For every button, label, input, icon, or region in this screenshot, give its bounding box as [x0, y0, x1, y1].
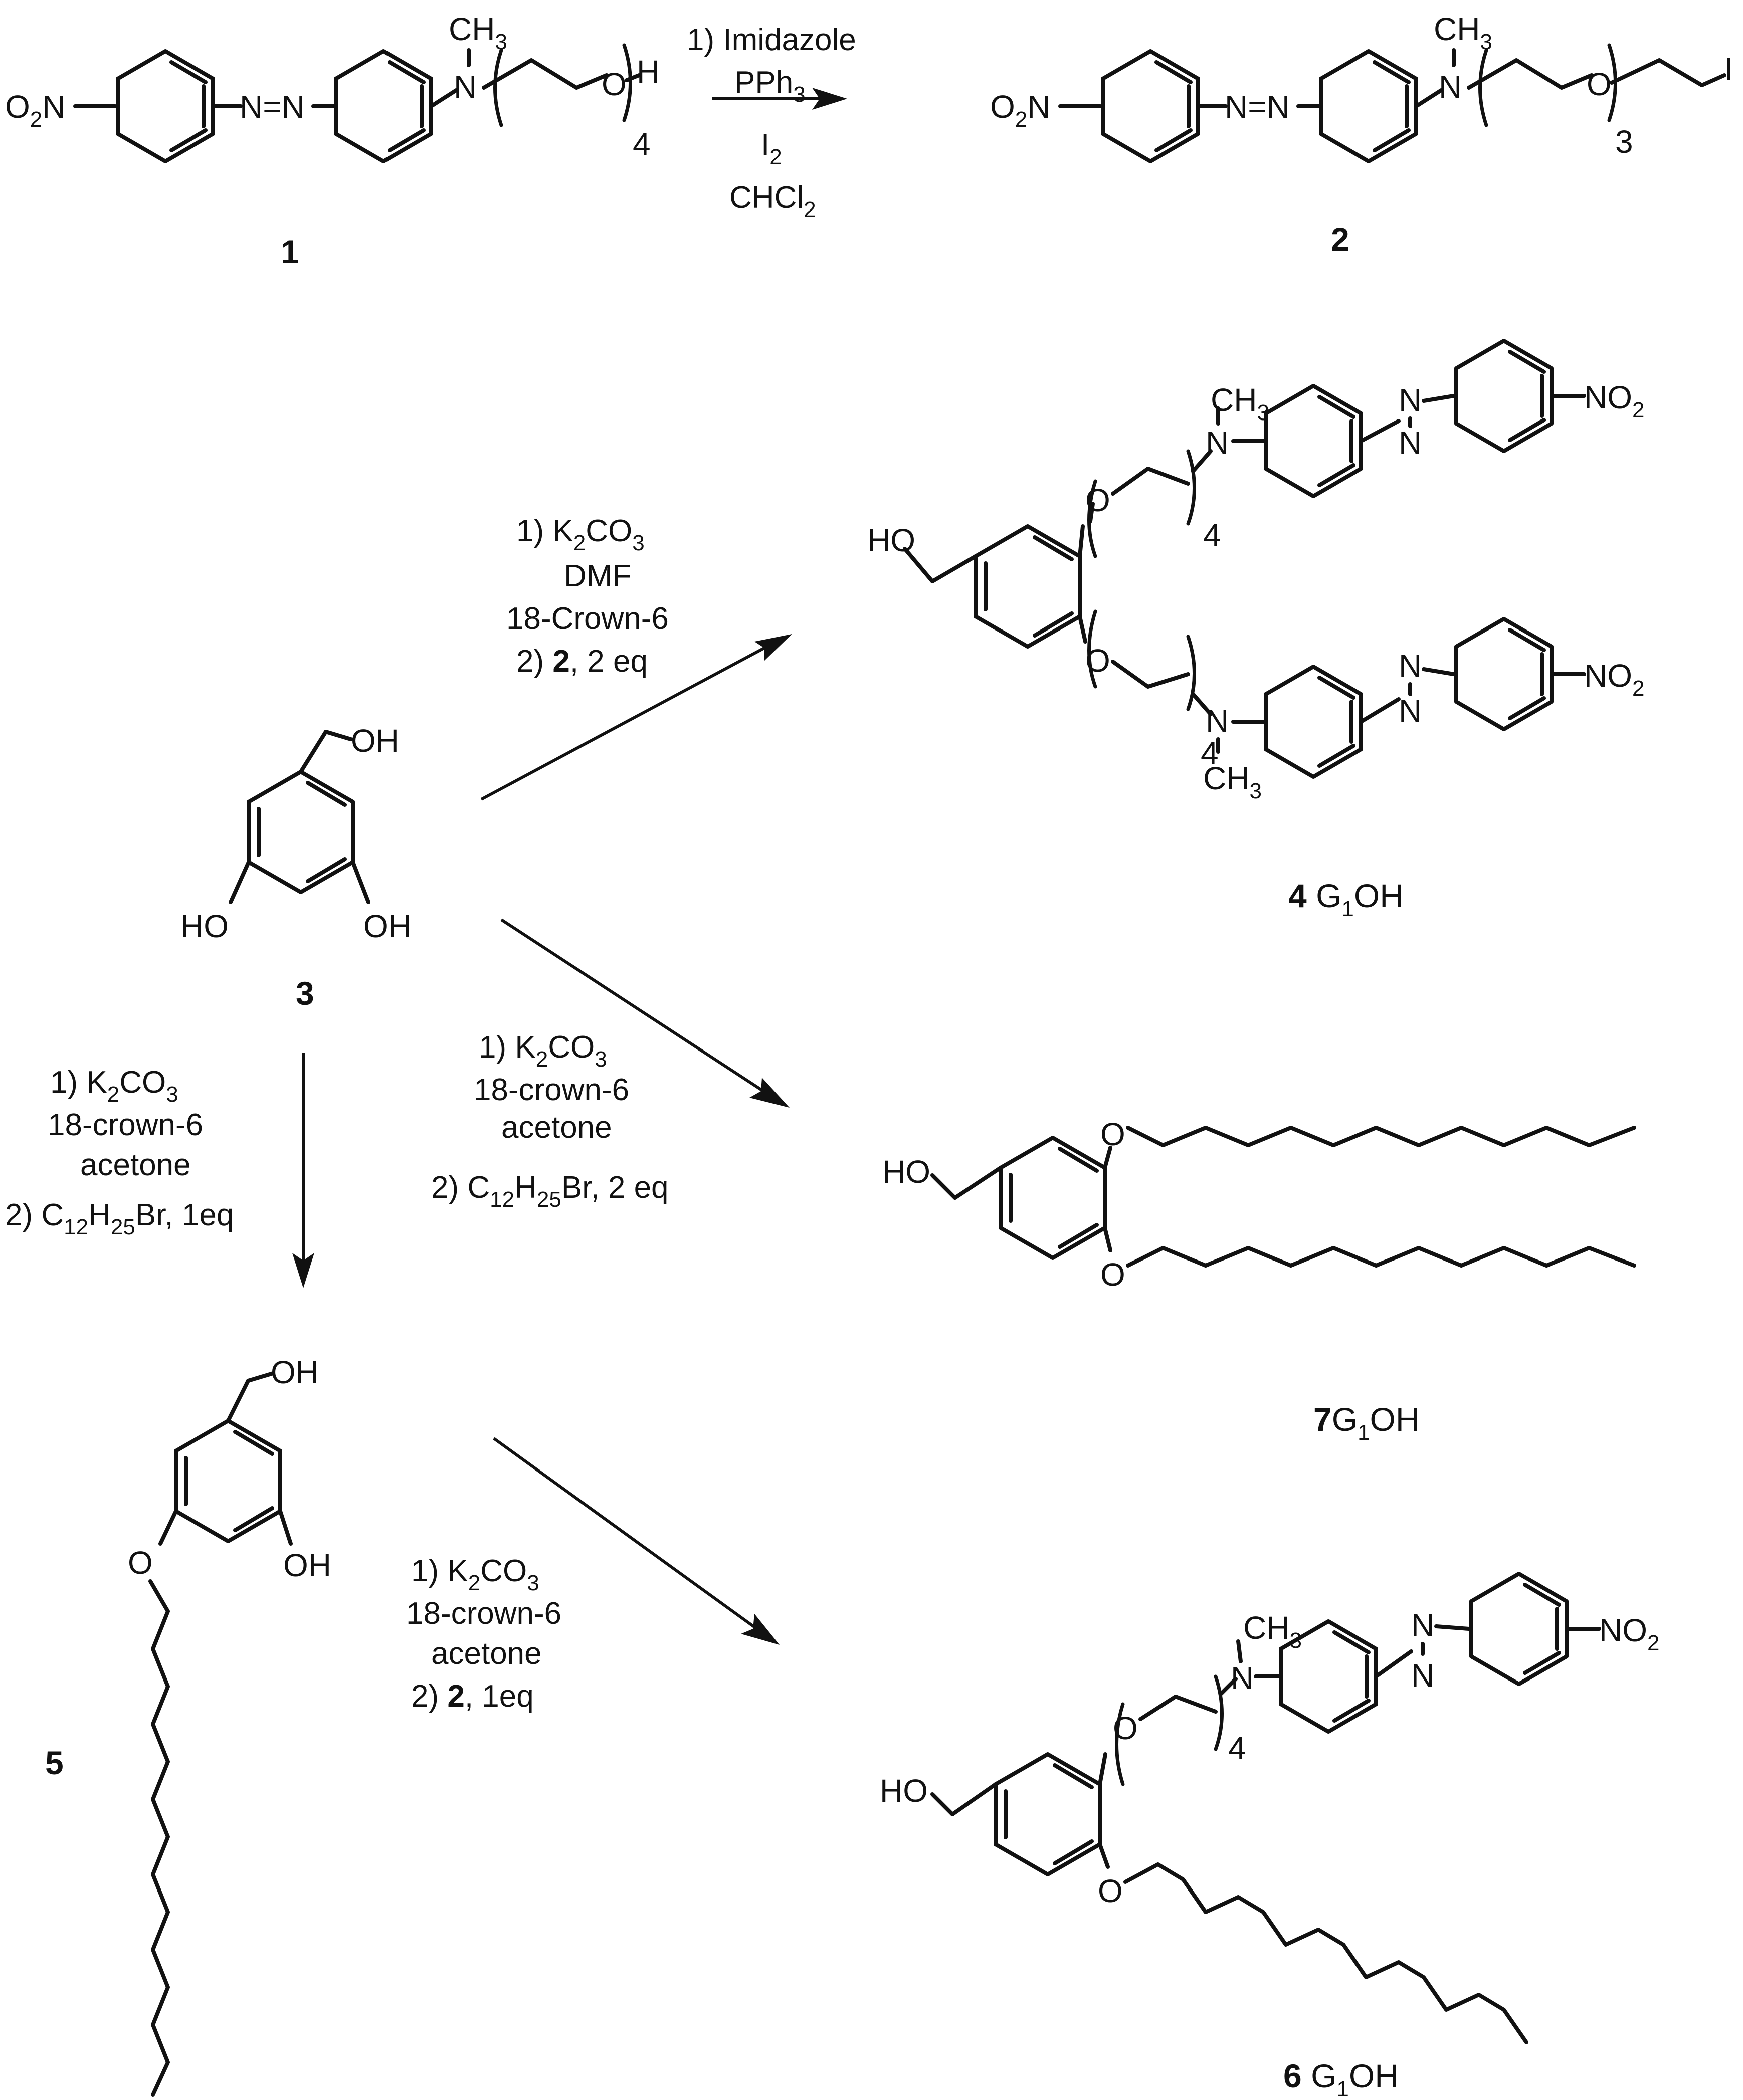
svg-text:N: N — [1399, 382, 1422, 418]
svg-text:18-crown-6: 18-crown-6 — [406, 1596, 561, 1631]
svg-text:HO: HO — [882, 1154, 930, 1190]
svg-text:O: O — [1100, 1256, 1125, 1293]
svg-text:N: N — [1231, 1660, 1254, 1696]
compound-label-4: 4 G1OH — [1288, 877, 1404, 921]
svg-text:NO2: NO2 — [1584, 379, 1644, 423]
compound-2: O2N N=N N CH3 O 3 I 2 — [990, 11, 1733, 258]
svg-text:O: O — [1085, 482, 1110, 518]
reaction-2: 1) K2CO3 DMF 18-Crown-6 2) 2, 2 eq — [480, 514, 792, 801]
svg-text:3: 3 — [1615, 124, 1633, 160]
svg-text:4: 4 — [1201, 735, 1219, 771]
svg-text:N: N — [1206, 703, 1229, 739]
svg-text:O2N: O2N — [5, 89, 65, 132]
svg-text:I2: I2 — [761, 128, 782, 169]
compound-label-6: 6 G1OH — [1283, 2057, 1399, 2100]
svg-text:N: N — [454, 69, 477, 105]
svg-text:N=N: N=N — [1225, 89, 1290, 125]
svg-text:CH3: CH3 — [449, 11, 507, 54]
svg-text:18-crown-6: 18-crown-6 — [474, 1073, 629, 1107]
compound-6: HO O 4 N CH3 N N NO2 O 6 G1OH — [880, 1574, 1659, 2100]
svg-text:2) 2, 1eq: 2) 2, 1eq — [411, 1679, 534, 1714]
svg-text:NO2: NO2 — [1599, 1612, 1659, 1655]
svg-text:O: O — [1085, 643, 1110, 679]
compound-label-5: 5 — [45, 1744, 64, 1781]
reaction-4: 1) K2CO3 18-crown-6 acetone 2) C12H25Br,… — [5, 1053, 314, 1288]
svg-text:N: N — [1399, 425, 1422, 461]
svg-text:18-Crown-6: 18-Crown-6 — [506, 601, 669, 636]
svg-text:O: O — [1587, 66, 1612, 102]
svg-text:CH3: CH3 — [1434, 11, 1492, 54]
svg-text:2) C12H25Br, 1eq: 2) C12H25Br, 1eq — [5, 1198, 234, 1239]
svg-text:N: N — [1411, 1657, 1434, 1694]
compound-1: O2N N=N N CH3 O H 4 1 — [5, 11, 660, 270]
svg-text:N: N — [1206, 425, 1229, 461]
svg-text:1) K2CO3: 1) K2CO3 — [516, 514, 645, 555]
reaction-3: 1) K2CO3 18-crown-6 acetone 2) C12H25Br,… — [431, 918, 790, 1212]
svg-text:acetone: acetone — [431, 1636, 542, 1671]
svg-text:1) K2CO3: 1) K2CO3 — [50, 1065, 178, 1107]
svg-text:1) K2CO3: 1) K2CO3 — [411, 1554, 539, 1595]
svg-text:N=N: N=N — [240, 89, 305, 125]
svg-text:O: O — [128, 1545, 153, 1581]
svg-text:4: 4 — [633, 126, 651, 162]
svg-text:OH: OH — [363, 908, 412, 944]
svg-text:2) 2, 2 eq: 2) 2, 2 eq — [516, 644, 648, 679]
svg-text:NO2: NO2 — [1584, 658, 1644, 701]
svg-text:DMF: DMF — [564, 559, 631, 593]
compound-3: OH HO OH 3 — [180, 723, 412, 1012]
reaction-5: 1) K2CO3 18-crown-6 acetone 2) 2, 1eq — [406, 1437, 780, 1714]
svg-text:4: 4 — [1203, 517, 1221, 553]
svg-text:OH: OH — [271, 1354, 319, 1390]
svg-text:HO: HO — [867, 522, 915, 558]
svg-text:N: N — [1439, 69, 1462, 105]
svg-text:acetone: acetone — [80, 1148, 191, 1182]
svg-text:N: N — [1399, 693, 1422, 729]
svg-text:18-crown-6: 18-crown-6 — [48, 1108, 203, 1142]
compound-4: HO O 4 N CH3 N N NO2 O 4 N CH3 — [867, 341, 1644, 921]
reaction-1: 1) Imidazole PPh3 I2 CHCl2 — [687, 23, 856, 222]
svg-text:O: O — [602, 66, 627, 102]
compound-7: HO O O 7G1OH — [882, 1116, 1636, 1445]
svg-text:HO: HO — [880, 1773, 928, 1809]
svg-text:H: H — [637, 54, 660, 90]
svg-text:O: O — [1100, 1116, 1125, 1152]
svg-text:2) C12H25Br, 2 eq: 2) C12H25Br, 2 eq — [431, 1170, 669, 1212]
svg-text:CHCl2: CHCl2 — [729, 180, 816, 222]
svg-text:PPh3: PPh3 — [734, 65, 806, 107]
compound-5: OH OH O 5 — [45, 1354, 331, 2097]
compound-label-3: 3 — [296, 975, 314, 1012]
compound-label-1: 1 — [281, 233, 299, 270]
svg-text:1) K2CO3: 1) K2CO3 — [479, 1030, 607, 1072]
svg-text:4: 4 — [1228, 1730, 1246, 1766]
compound-label-2: 2 — [1331, 221, 1349, 258]
svg-text:O2N: O2N — [990, 89, 1050, 132]
svg-text:OH: OH — [283, 1547, 331, 1583]
compound-label-7: 7G1OH — [1313, 1401, 1420, 1445]
svg-text:N: N — [1399, 648, 1422, 684]
svg-text:CH3: CH3 — [1243, 1610, 1302, 1653]
svg-text:O: O — [1113, 1710, 1138, 1746]
svg-text:OH: OH — [351, 723, 399, 759]
svg-text:O: O — [1098, 1873, 1123, 1909]
svg-text:HO: HO — [180, 908, 229, 944]
svg-text:1) Imidazole: 1) Imidazole — [687, 23, 856, 57]
svg-text:acetone: acetone — [501, 1110, 612, 1145]
svg-text:N: N — [1411, 1607, 1434, 1643]
svg-text:I: I — [1724, 51, 1733, 87]
svg-text:CH3: CH3 — [1203, 760, 1262, 803]
